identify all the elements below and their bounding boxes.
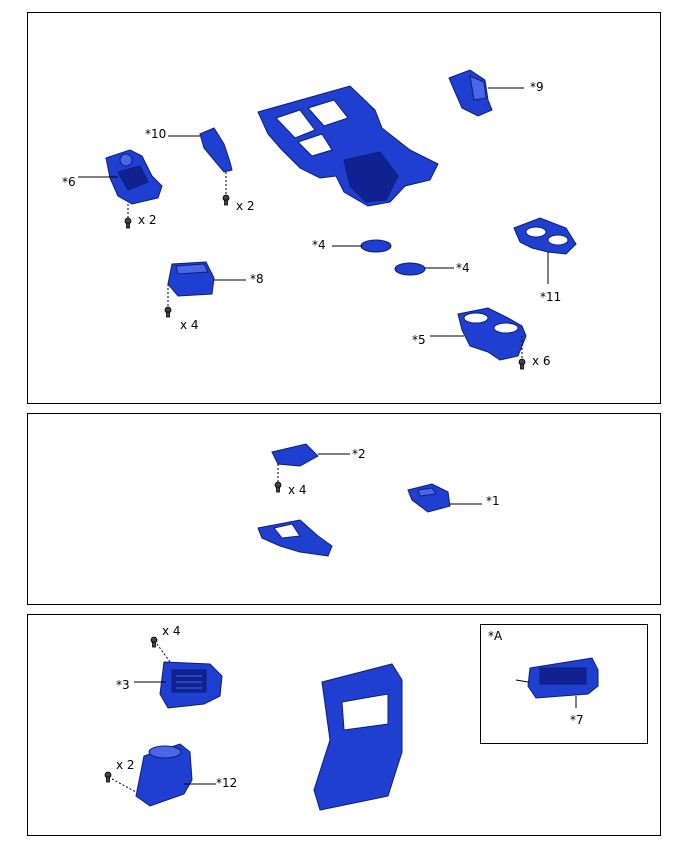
label-qty-3: x 4 xyxy=(162,624,181,638)
part-4b-disc xyxy=(394,262,426,276)
label-4a: *4 xyxy=(312,238,326,252)
top-panel xyxy=(27,12,661,404)
label-11: *11 xyxy=(540,290,562,304)
screw-10 xyxy=(222,194,230,206)
rear-console-panel xyxy=(313,663,403,811)
part-6 xyxy=(105,149,163,205)
part-1 xyxy=(407,483,451,513)
middle-panel xyxy=(27,413,661,605)
label-qty-12: x 2 xyxy=(116,758,135,772)
label-qty-8: x 4 xyxy=(180,318,199,332)
label-qty-6: x 2 xyxy=(138,213,157,227)
label-4b: *4 xyxy=(456,261,470,275)
part-10 xyxy=(199,127,233,173)
screw-12 xyxy=(104,771,112,783)
label-1: *1 xyxy=(486,494,500,508)
screw-6 xyxy=(124,217,132,229)
shift-panel xyxy=(257,519,333,557)
part-3-vent xyxy=(159,661,223,709)
part-11-ring xyxy=(513,217,577,255)
part-5-cup-holder xyxy=(457,307,527,361)
part-9-bracket xyxy=(448,69,493,117)
screw-8 xyxy=(164,306,172,318)
part-4a-disc xyxy=(360,239,392,253)
label-qty-2: x 4 xyxy=(288,483,307,497)
screw-2 xyxy=(274,481,282,493)
part-2-lid xyxy=(271,443,319,467)
label-6: *6 xyxy=(62,175,76,189)
label-10: *10 xyxy=(145,127,167,141)
label-9: *9 xyxy=(530,80,544,94)
label-12: *12 xyxy=(216,776,238,790)
label-8: *8 xyxy=(250,272,264,286)
label-7: *7 xyxy=(570,713,584,727)
label-2: *2 xyxy=(352,447,366,461)
label-3: *3 xyxy=(116,678,130,692)
part-7 xyxy=(515,657,599,699)
part-8 xyxy=(167,261,215,297)
screw-3 xyxy=(150,636,158,648)
label-qty-10: x 2 xyxy=(236,199,255,213)
part-12-duct xyxy=(135,743,193,807)
label-5: *5 xyxy=(412,333,426,347)
console-frame xyxy=(257,85,439,207)
label-qty-5: x 6 xyxy=(532,354,551,368)
screw-5 xyxy=(518,358,526,370)
label-a: *A xyxy=(488,629,503,643)
